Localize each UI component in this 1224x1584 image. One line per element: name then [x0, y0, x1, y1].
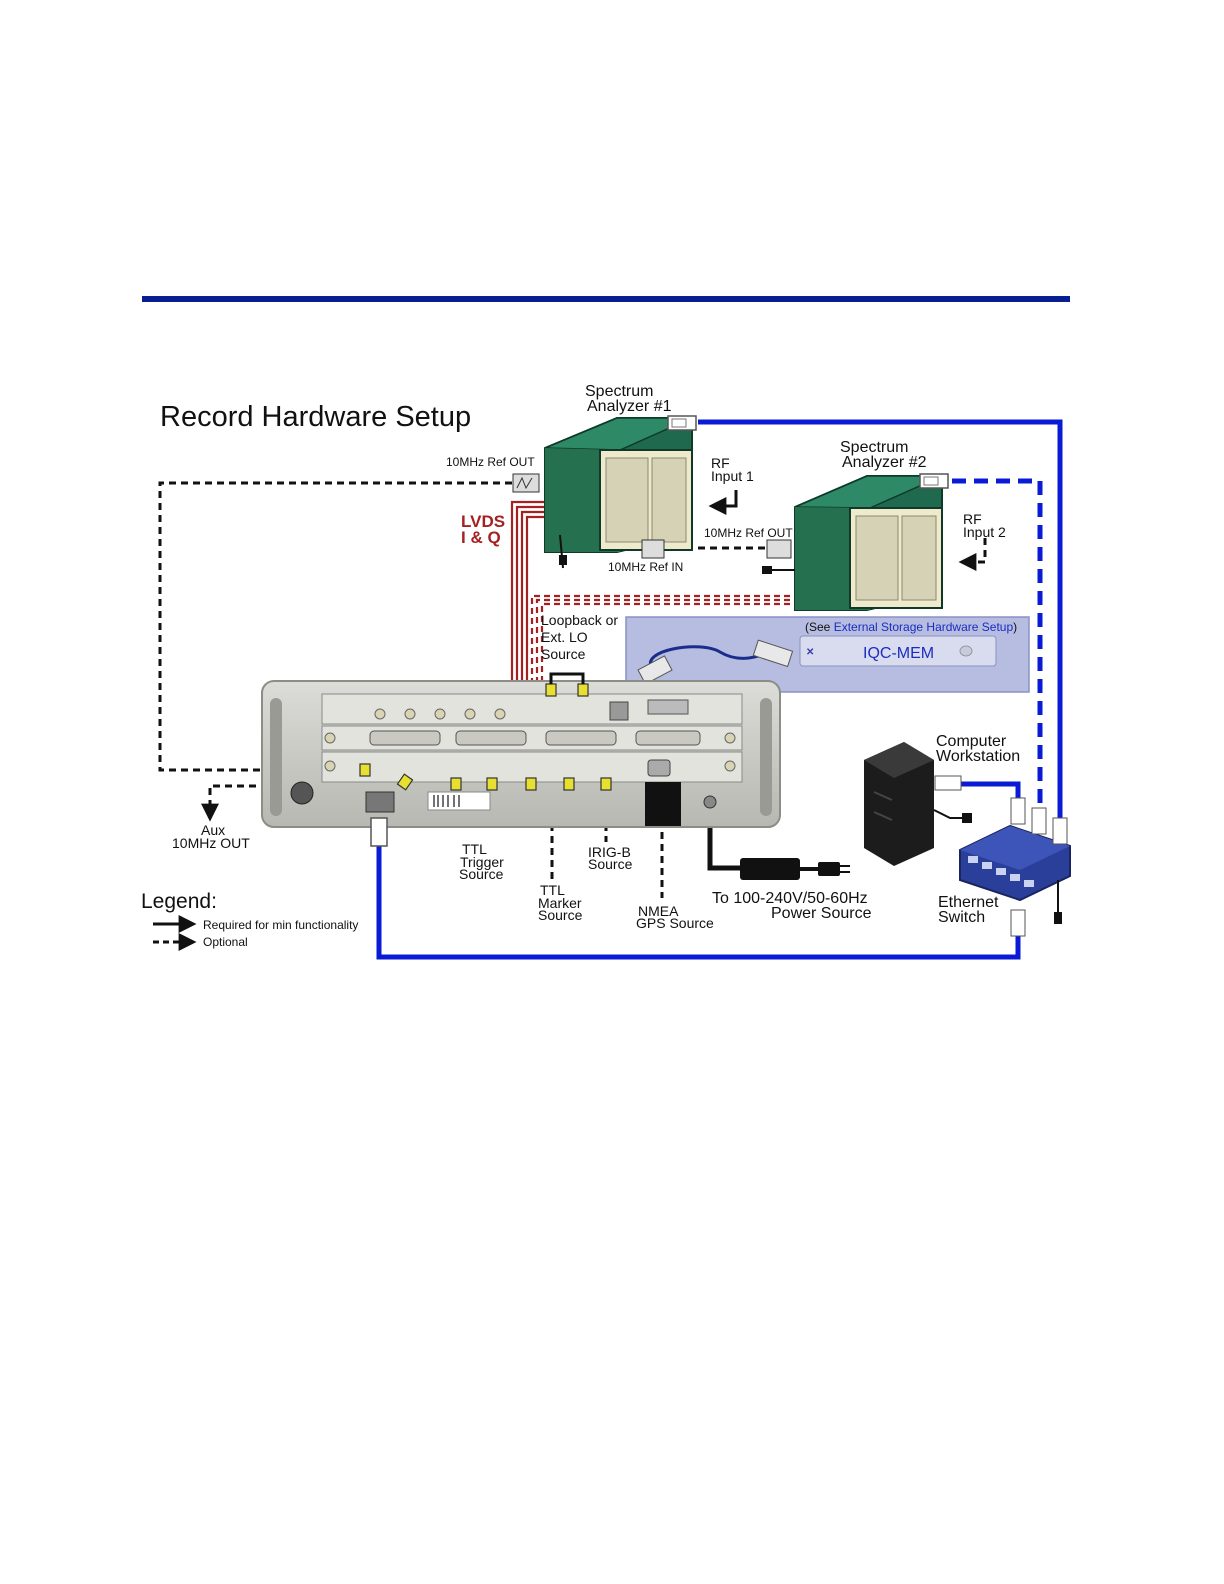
rf-input1-label-2: Input 1 [711, 468, 754, 484]
nmea-label-2: GPS Source [636, 915, 714, 931]
diagram-title: Record Hardware Setup [160, 401, 471, 433]
spectrum-analyzer-1 [544, 417, 693, 569]
legend: Legend: Required for min functionality O… [141, 890, 358, 951]
loopback-label-2: Ext. LO [541, 629, 588, 645]
power-cable [707, 808, 850, 880]
nmea-label-1: NMEA [638, 903, 679, 919]
computer-label-2: Workstation [936, 748, 1020, 765]
aux-label-2: 10MHz OUT [172, 835, 250, 851]
bnc-connectors [359, 683, 612, 791]
rf-input2-label-1: RF [963, 511, 982, 527]
header-rule [142, 296, 1070, 302]
ethernet-port-analyzer1 [667, 415, 697, 431]
marker-label-2: Marker [538, 895, 582, 911]
legend-optional-label: Optional [203, 935, 248, 949]
ethernet-port-analyzer2 [919, 473, 949, 489]
power-label-1: To 100-240V/50-60Hz [712, 890, 868, 907]
ref-connectors-2 [641, 539, 792, 559]
lvds-label-2: I & Q [461, 528, 501, 547]
rf-input1-label-1: RF [711, 455, 730, 471]
marker-label-3: Source [538, 907, 583, 923]
ethernet-cable-analyzer2 [952, 478, 1043, 810]
rf-input1-cable [708, 490, 738, 515]
ref-in-label: 10MHz Ref IN [608, 560, 683, 574]
ethernet-port-recorder [370, 817, 388, 847]
irig-label-2: Source [588, 856, 633, 872]
analyzer1-ref-out-label: 10MHz Ref OUT [446, 455, 535, 469]
ethernet-cable-analyzer1 [698, 419, 1063, 822]
switch-label-1: Ethernet [938, 894, 999, 911]
storage-note: (See External Storage Hardware Setup) [805, 620, 1017, 634]
ethernet-cable-workstation [958, 781, 1021, 812]
ethernet-switch [959, 797, 1071, 937]
ethernet-cable-recorder [376, 845, 1021, 960]
spectrum-analyzer-2 [762, 475, 943, 611]
aux-label-1: Aux [201, 822, 225, 838]
switch-label-2: Switch [938, 909, 985, 926]
trigger-label-1: TTL [462, 841, 487, 857]
legend-required-label: Required for min functionality [203, 918, 358, 932]
analyzer2-label-2: Analyzer #2 [842, 454, 927, 471]
analyzer1-label-2: Analyzer #1 [587, 398, 672, 415]
loopback-cable [549, 672, 585, 684]
loopback-label-1: Loopback or [541, 612, 618, 628]
storage-device-label: IQC-MEM [863, 645, 934, 662]
storage-note-suffix: ) [1013, 620, 1017, 634]
ref-out-cable [158, 481, 512, 772]
svg-text:✕: ✕ [806, 647, 814, 658]
computer-label-1: Computer [936, 733, 1007, 750]
computer-workstation [864, 742, 972, 866]
rf-input2-cable [958, 538, 987, 571]
analyzer1-label-1: Spectrum [585, 383, 653, 400]
ref-out-connector-1 [512, 473, 540, 493]
marker-label-1: TTL [540, 882, 565, 898]
storage-note-prefix: (See [805, 620, 834, 634]
storage-panel: ✕ [625, 616, 1030, 693]
rf-input2-label-2: Input 2 [963, 524, 1006, 540]
storage-note-link[interactable]: External Storage Hardware Setup [834, 620, 1014, 634]
trigger-label-2: Trigger [460, 854, 504, 870]
irig-label-1: IRIG-B [588, 844, 631, 860]
power-label-2: Power Source [771, 905, 872, 922]
lvds-label-1: LVDS [461, 512, 505, 531]
recorder-chassis [261, 680, 781, 828]
analyzer2-ref-out-label: 10MHz Ref OUT [704, 526, 793, 540]
trigger-label-3: Source [459, 866, 504, 882]
loopback-label-3: Source [541, 646, 586, 662]
analyzer2-label-1: Spectrum [840, 439, 908, 456]
legend-title: Legend: [141, 890, 217, 913]
ethernet-cables [376, 419, 1063, 960]
